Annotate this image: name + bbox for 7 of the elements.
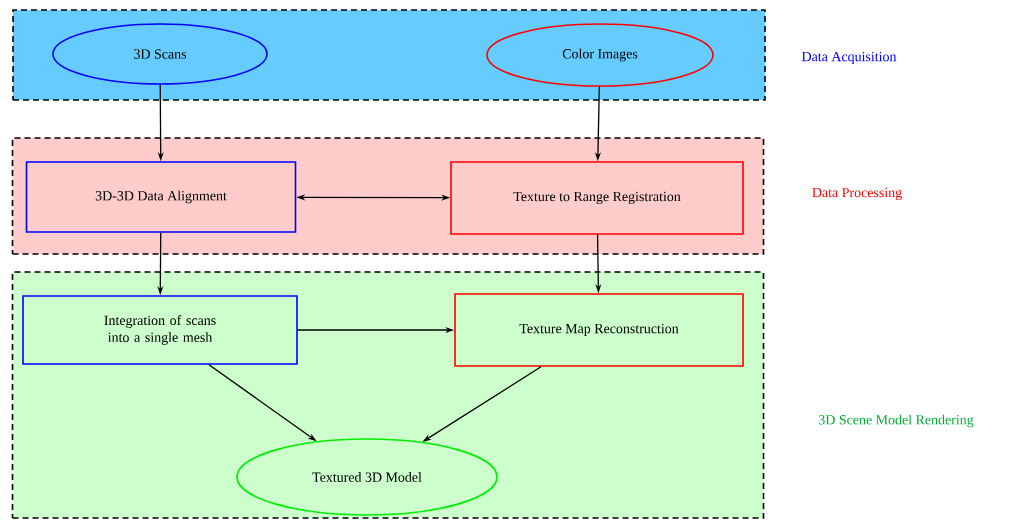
process-box: Texture Map Reconstruction (454, 293, 744, 367)
process-box: Integration of scans into a single mesh (22, 295, 298, 365)
node-label: Data Acquisition (801, 51, 897, 65)
node-label: 3D Scene Model Rendering (819, 414, 974, 428)
process-box: Texture to Range Registration (450, 161, 744, 235)
node-label: Data Processing (812, 187, 902, 201)
process-box: 3D-3D Data Alignment (25, 161, 297, 233)
